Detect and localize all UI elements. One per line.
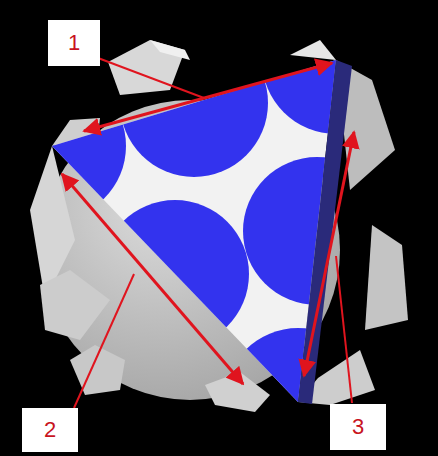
callout-box: 3 <box>330 404 386 450</box>
callout-number: 1 <box>68 32 80 54</box>
callout-number: 3 <box>352 416 364 438</box>
callout-box: 2 <box>22 408 78 452</box>
callout-box: 1 <box>48 20 100 66</box>
callout-number: 2 <box>44 419 56 441</box>
